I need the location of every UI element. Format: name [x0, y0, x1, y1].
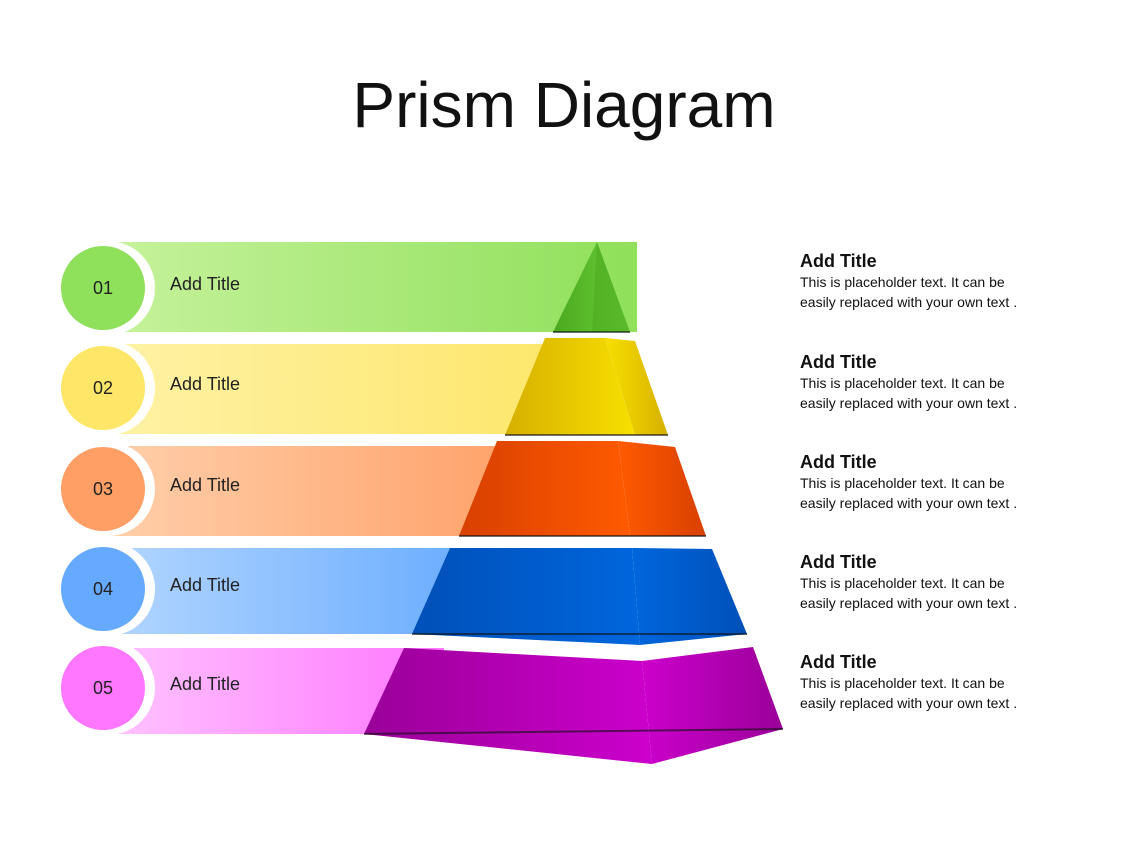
prism-layer-side-02 [605, 338, 668, 435]
prism-layer-shadow-05 [363, 728, 784, 735]
level-number: 04 [93, 579, 113, 599]
prism-layer-front-03 [459, 441, 630, 536]
level-number: 02 [93, 378, 113, 398]
prism-layer-front-05 [364, 648, 652, 764]
prism-layer-side-04 [632, 548, 747, 645]
number-circle-05 [61, 646, 145, 730]
number-circle-02 [61, 346, 145, 430]
number-circle-04 [61, 547, 145, 631]
level-label[interactable]: Add Title [170, 674, 240, 694]
number-circle-03 [61, 447, 145, 531]
level-band-01 [108, 242, 637, 332]
prism-layer-front-04 [412, 548, 640, 645]
description-body[interactable]: This is placeholder text. It can be easi… [800, 274, 1018, 310]
level-label[interactable]: Add Title [170, 374, 240, 394]
description-title[interactable]: Add Title [800, 352, 877, 372]
prism-layer-front-02 [505, 338, 635, 435]
description-body[interactable]: This is placeholder text. It can be easi… [800, 375, 1018, 411]
description-body[interactable]: This is placeholder text. It can be easi… [800, 475, 1018, 511]
level-label[interactable]: Add Title [170, 274, 240, 294]
prism-layer-side-01 [592, 242, 630, 332]
level-number: 01 [93, 278, 113, 298]
description-title[interactable]: Add Title [800, 552, 877, 572]
description-title[interactable]: Add Title [800, 652, 877, 672]
level-label[interactable]: Add Title [170, 575, 240, 595]
level-number: 05 [93, 678, 113, 698]
description-title[interactable]: Add Title [800, 251, 877, 271]
prism-layer-side-05 [642, 647, 783, 764]
level-band-02 [108, 344, 585, 434]
description-body[interactable]: This is placeholder text. It can be easi… [800, 575, 1018, 611]
level-label[interactable]: Add Title [170, 475, 240, 495]
prism-layer-side-03 [618, 441, 706, 536]
level-number: 03 [93, 479, 113, 499]
number-circle-01 [61, 246, 145, 330]
description-body[interactable]: This is placeholder text. It can be easi… [800, 675, 1018, 711]
description-title[interactable]: Add Title [800, 452, 877, 472]
page-title: Prism Diagram [352, 69, 776, 141]
